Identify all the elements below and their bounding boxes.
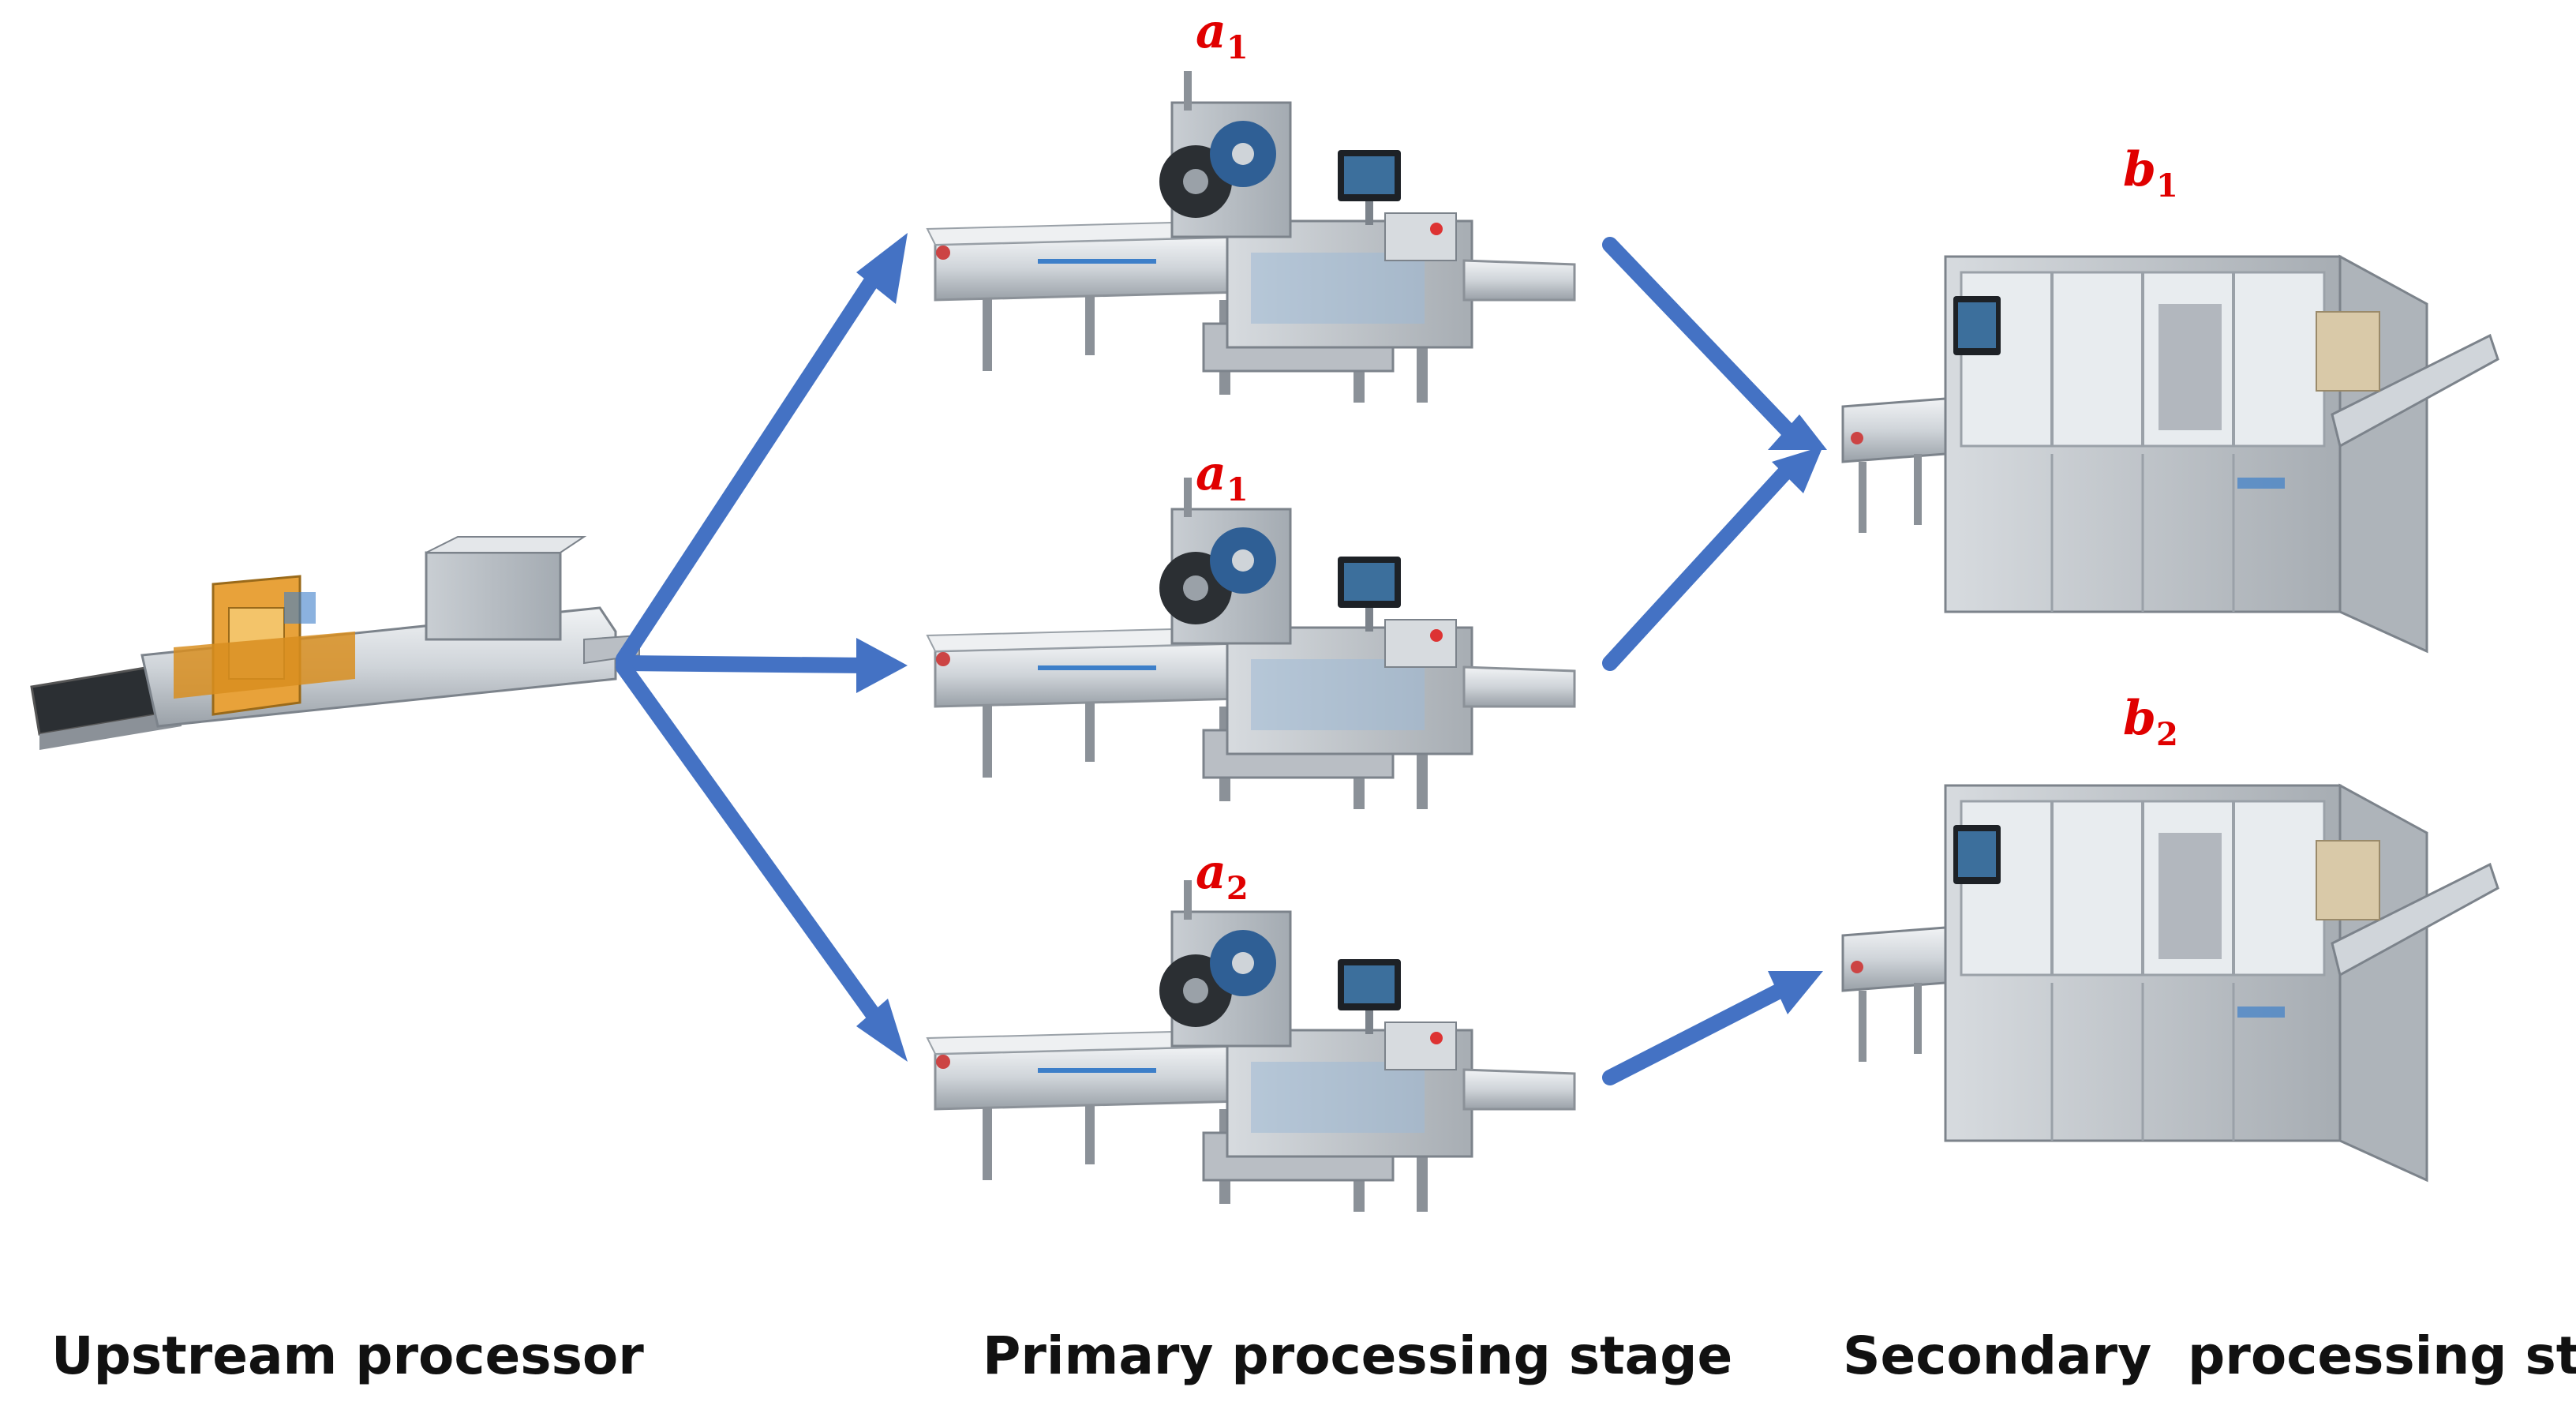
arrowhead-a1-top bbox=[856, 233, 908, 304]
arrow-a2-to-b2 bbox=[1602, 983, 1788, 1085]
arrow-upstream-to-a1-mid bbox=[616, 655, 876, 673]
machine-label-b2: b2 bbox=[2123, 691, 2178, 753]
machine-b2-image bbox=[1825, 768, 2515, 1190]
arrowhead-b1-from-top bbox=[1768, 414, 1827, 450]
machine-a1-top-image bbox=[910, 62, 1584, 436]
arrow-a1-top-to-b1 bbox=[1602, 237, 1795, 438]
stage-label-secondary: Secondary processing stage bbox=[1843, 1325, 2576, 1386]
machine-label-a1-top: a1 bbox=[1196, 4, 1249, 66]
machine-label-b1: b1 bbox=[2123, 142, 2178, 204]
machine-b1-image bbox=[1825, 239, 2515, 661]
arrow-upstream-to-a2 bbox=[616, 659, 884, 1026]
machine-label-a2: a2 bbox=[1196, 845, 1249, 907]
machine-a2-image bbox=[910, 871, 1584, 1245]
machine-label-a1-mid: a1 bbox=[1196, 446, 1249, 508]
arrowhead-b1-from-mid bbox=[1772, 446, 1823, 493]
stage-label-primary: Primary processing stage bbox=[983, 1325, 1733, 1386]
arrowhead-a1-mid bbox=[856, 638, 908, 693]
machine-a1-mid-image bbox=[910, 468, 1584, 842]
arrow-upstream-to-a1-top bbox=[616, 261, 888, 667]
upstream-processor-image bbox=[14, 519, 649, 783]
arrow-a1-mid-to-b1 bbox=[1602, 462, 1795, 671]
arrowhead-a2 bbox=[856, 999, 908, 1062]
stage-label-upstream: Upstream processor bbox=[51, 1325, 644, 1386]
arrowhead-b2 bbox=[1768, 971, 1823, 1014]
